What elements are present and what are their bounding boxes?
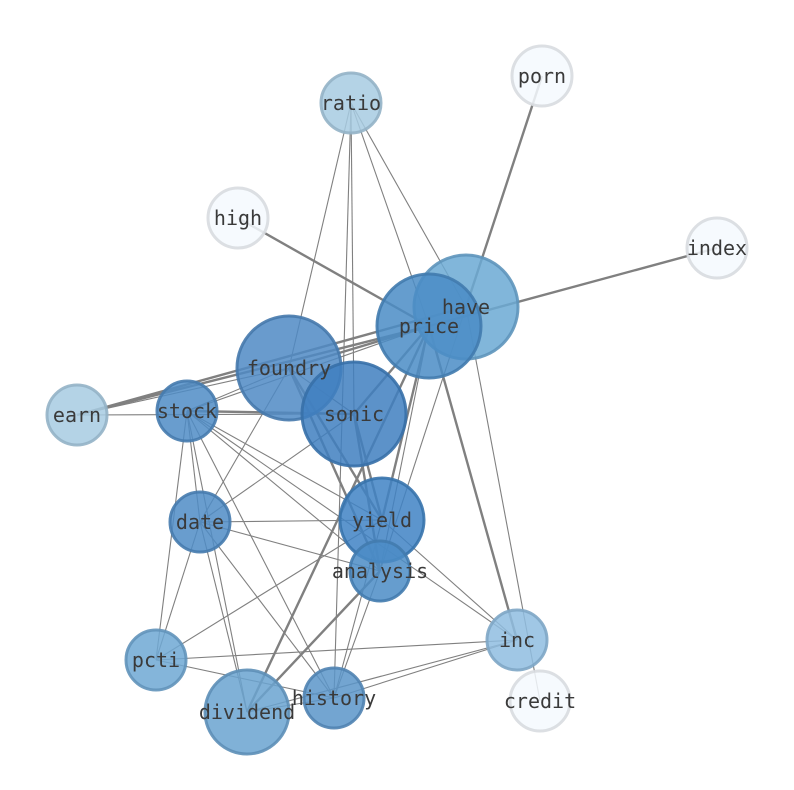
- node-index: [685, 216, 749, 280]
- node-label-date: date: [176, 510, 224, 534]
- edge-date-history: [199, 521, 335, 699]
- node-label-pcti: pcti: [132, 648, 180, 672]
- node-dividend: [203, 668, 291, 756]
- node-label-price: price: [399, 314, 459, 338]
- node-label-have: have: [442, 295, 490, 319]
- node-label-foundry: foundry: [247, 356, 331, 380]
- node-history: [302, 666, 366, 730]
- node-stock: [155, 379, 219, 443]
- node-high: [206, 186, 270, 250]
- node-earn: [45, 383, 109, 447]
- edge-yield-pcti: [155, 519, 383, 661]
- node-label-credit: credit: [504, 689, 576, 713]
- node-ratio: [319, 71, 383, 135]
- edge-stock-history: [186, 410, 335, 699]
- edge-inc-pcti: [155, 639, 518, 661]
- edge-stock-dividend: [186, 410, 248, 713]
- node-sonic: [300, 360, 408, 468]
- node-label-index: index: [687, 236, 747, 260]
- node-label-ratio: ratio: [321, 91, 381, 115]
- edge-stock-pcti: [155, 410, 188, 661]
- node-label-dividend: dividend: [199, 700, 295, 724]
- node-label-earn: earn: [53, 403, 101, 427]
- node-inc: [485, 608, 549, 672]
- node-label-yield: yield: [352, 508, 412, 532]
- edge-inc-history: [333, 639, 518, 699]
- node-label-high: high: [214, 206, 262, 230]
- node-price: [375, 272, 483, 380]
- node-layer: [45, 44, 749, 756]
- edge-price-inc: [427, 325, 519, 641]
- node-label-analysis: analysis: [332, 559, 428, 583]
- node-label-stock: stock: [157, 399, 217, 423]
- node-porn: [510, 44, 574, 108]
- node-label-sonic: sonic: [324, 402, 384, 426]
- node-label-history: history: [292, 686, 376, 710]
- node-label-porn: porn: [518, 64, 566, 88]
- node-analysis: [348, 539, 412, 603]
- node-label-inc: inc: [499, 628, 535, 652]
- node-date: [168, 490, 232, 554]
- node-credit: [508, 669, 572, 733]
- node-pcti: [124, 628, 188, 692]
- edge-inc-dividend: [246, 639, 518, 713]
